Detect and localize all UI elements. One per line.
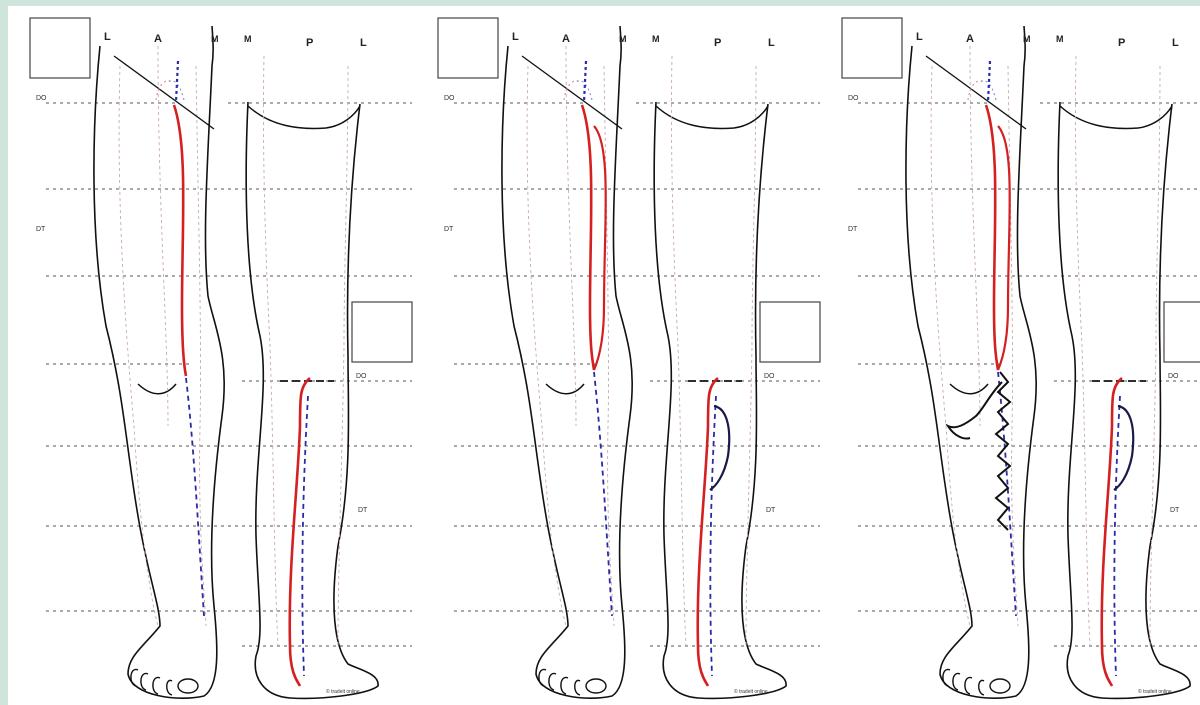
dashed-blue-vein: [186, 378, 204, 616]
gsv-red-vein: [174, 105, 186, 376]
panel-2: [438, 18, 820, 698]
gsv-red-vein: [582, 105, 594, 370]
gsv-red-branch: [594, 126, 606, 370]
gsv-red-vein: [986, 105, 998, 370]
panel-1: [30, 18, 412, 698]
leg-vein-diagram: L A M M P L DO DT DO DT © tradeit online: [8, 6, 1200, 705]
gsv-red-branch: [998, 126, 1010, 370]
figure-frame: L A M M P L DO DT DO DT © tradeit online: [8, 6, 1200, 705]
tortuous-varicosity: [948, 372, 1010, 530]
dashed-blue-vein: [594, 372, 612, 616]
panel-3: [842, 18, 1200, 698]
